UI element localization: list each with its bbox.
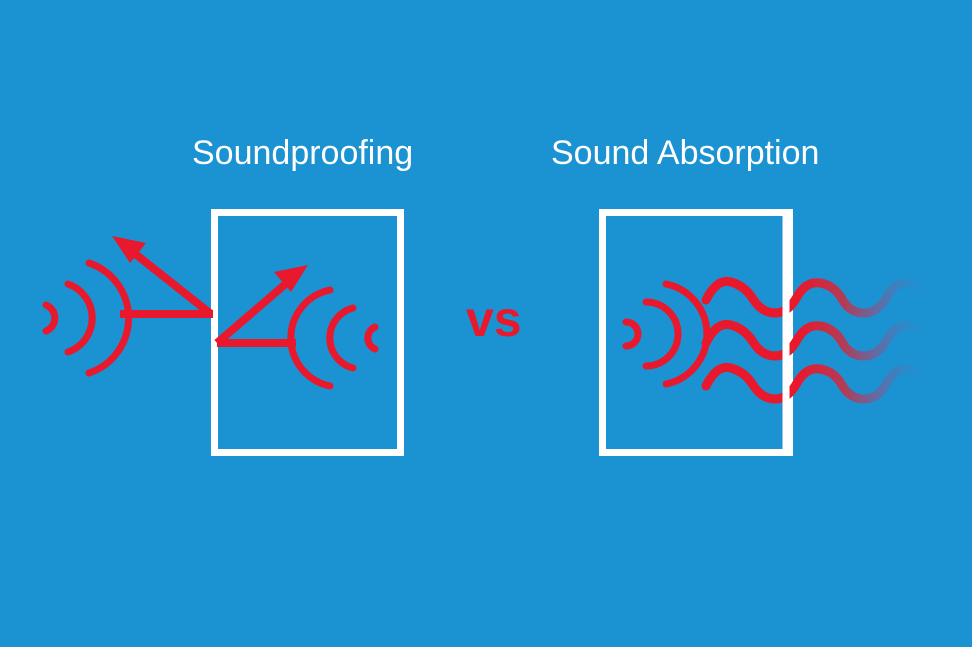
sound-absorption-diagram	[599, 209, 935, 456]
sound-wave-left-icon	[287, 286, 379, 390]
soundproofing-title: Soundproofing	[192, 134, 414, 172]
sound-wave-right-icon	[622, 280, 711, 388]
sound-wave-right-icon	[42, 259, 133, 377]
reflected-sound-arrow-inside	[214, 265, 308, 347]
sound-absorption-title: Sound Absorption	[551, 134, 820, 172]
vs-separator-label: vs	[466, 291, 522, 347]
absorptive-panel	[599, 209, 793, 456]
absorbed-sound-wave	[701, 319, 935, 361]
absorbed-sound-wave	[701, 276, 935, 318]
wall-barrier	[211, 209, 404, 456]
absorbed-sound-wave	[701, 362, 935, 404]
reflected-sound-arrow	[112, 236, 214, 318]
soundproofing-diagram	[42, 209, 404, 456]
